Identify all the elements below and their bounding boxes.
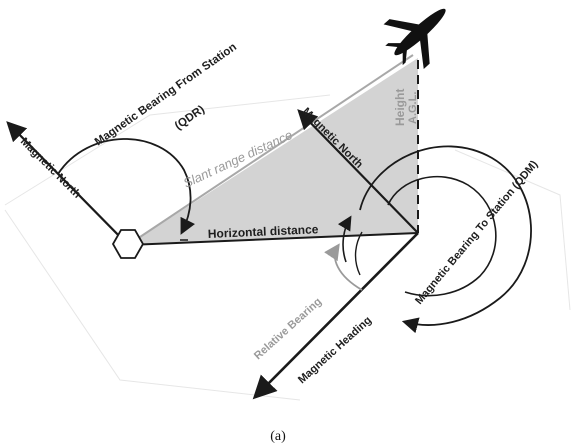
qdr-label: Magnetic Bearing From Station <box>93 41 239 148</box>
horizontal-distance-line <box>127 232 419 246</box>
relative-bearing-label: Relative Bearing <box>252 296 324 363</box>
station-hexagon-icon <box>111 229 145 259</box>
slant-triangle <box>128 58 418 245</box>
qdm-arc-outer <box>359 145 532 334</box>
qdm-arc-tick <box>337 215 352 263</box>
figure-caption: (a) <box>270 429 286 444</box>
relative-bearing-arc <box>324 243 363 291</box>
qdr-abbrev-label: (QDR) <box>173 103 207 132</box>
qdm-label: Magnetic Bearing To Station (QDM) <box>413 158 541 307</box>
slant-range-line <box>127 54 414 246</box>
magnetic-north-aircraft-arrow <box>297 109 419 234</box>
horizontal-distance-label: Horizontal distance <box>208 222 320 241</box>
magnetic-north-station-arrow <box>6 121 129 246</box>
qdr-arc <box>57 138 196 235</box>
agl-label: A.G.L. <box>407 92 419 124</box>
aircraft-icon <box>383 8 446 70</box>
magnetic-heading-arrow <box>252 232 419 400</box>
height-label: Height <box>393 89 407 126</box>
background-ghost-lines <box>4 94 571 401</box>
magnetic-heading-label: Magnetic Heading <box>296 314 374 386</box>
qdm-arc-tick2 <box>354 231 363 276</box>
qdm-arc-inner <box>387 175 497 297</box>
